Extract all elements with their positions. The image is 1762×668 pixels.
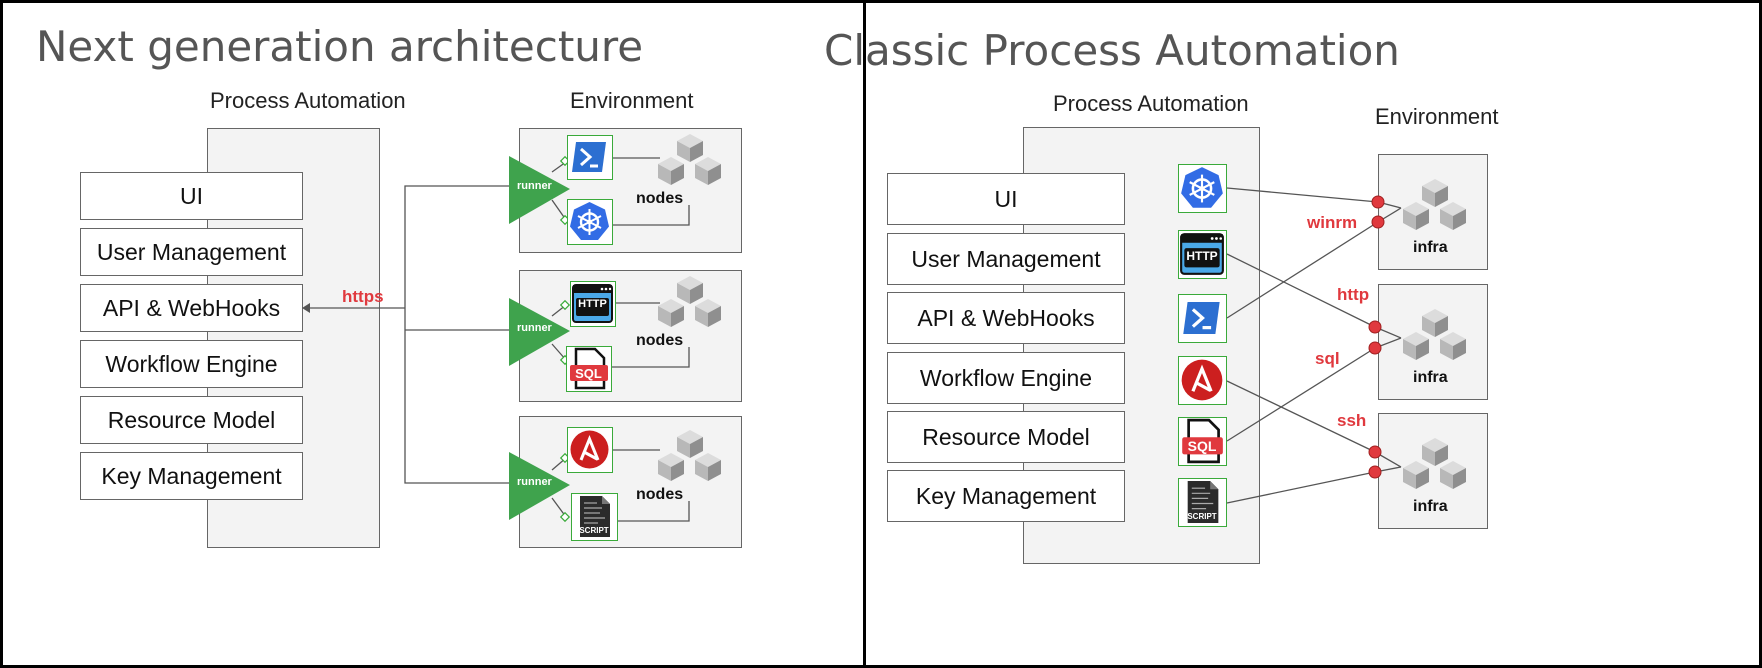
nodes-label-3: nodes — [636, 486, 684, 503]
https-link-label: https — [342, 287, 384, 306]
infra-cube-icon-3 — [1403, 438, 1466, 489]
http-icon-text: HTTP — [578, 298, 607, 310]
infra-label-2: infra — [1413, 369, 1448, 386]
nodes-cube-icon-1 — [658, 134, 721, 185]
right-component-key-management: Key Management — [887, 470, 1125, 522]
nodes-label-2: nodes — [636, 332, 684, 349]
script-icon: SCRIPT — [1178, 478, 1227, 527]
sql-icon-text: SQL — [575, 366, 602, 381]
http-icon: HTTP — [1178, 230, 1227, 279]
runner-2 — [509, 298, 570, 366]
right-component-api-webhooks: API & WebHooks — [887, 292, 1125, 344]
protocol-winrm: winrm — [1307, 213, 1358, 232]
right-component-ui: UI — [887, 173, 1125, 225]
sql-icon-text: SQL — [1187, 438, 1217, 454]
infra-label-3: infra — [1413, 498, 1448, 515]
powershell-icon — [1178, 294, 1227, 343]
right-environment-label: Environment — [1375, 104, 1499, 129]
sql-icon: SQL — [1178, 417, 1227, 466]
powershell-icon — [567, 135, 613, 180]
infra-box-2 — [1378, 284, 1488, 400]
runner-3-label: runner — [517, 476, 552, 488]
left-component-ui: UI — [80, 172, 303, 220]
http-icon: HTTP — [570, 281, 616, 327]
left-process-automation-label: Process Automation — [210, 88, 406, 113]
nodes-label-1: nodes — [636, 190, 684, 207]
runner-1 — [509, 156, 570, 224]
protocol-http: http — [1337, 285, 1370, 304]
ansible-icon — [567, 427, 613, 473]
kubernetes-icon — [1178, 164, 1227, 213]
protocol-sql: sql — [1315, 349, 1340, 368]
left-component-workflow-engine: Workflow Engine — [80, 340, 303, 388]
left-title: Next generation architecture — [36, 22, 644, 71]
runner-3 — [509, 452, 570, 520]
right-component-workflow-engine: Workflow Engine — [887, 352, 1125, 404]
script-icon-text: SCRIPT — [1187, 512, 1217, 521]
ansible-icon — [1178, 356, 1227, 405]
sql-icon: SQL — [566, 346, 612, 392]
left-environment-label: Environment — [570, 88, 694, 113]
left-component-resource-model: Resource Model — [80, 396, 303, 444]
infra-label-1: infra — [1413, 239, 1448, 256]
http-icon-text: HTTP — [1186, 249, 1218, 263]
left-component-api-webhooks: API & WebHooks — [80, 284, 303, 332]
kubernetes-icon — [567, 199, 613, 245]
infra-box-1 — [1378, 154, 1488, 270]
script-icon: SCRIPT — [571, 493, 618, 541]
right-component-user-management: User Management — [887, 233, 1125, 285]
right-title: Classic Process Automation — [824, 26, 1400, 75]
protocol-ssh: ssh — [1337, 411, 1367, 430]
right-process-automation-label: Process Automation — [1053, 91, 1249, 116]
left-component-user-management: User Management — [80, 228, 303, 276]
runner-2-label: runner — [517, 322, 552, 334]
infra-cube-icon-2 — [1403, 309, 1466, 360]
infra-box-3 — [1378, 413, 1488, 529]
right-component-resource-model: Resource Model — [887, 411, 1125, 463]
runner-1-label: runner — [517, 180, 552, 192]
script-icon-text: SCRIPT — [579, 526, 609, 535]
nodes-cube-icon-3 — [658, 430, 721, 481]
left-component-key-management: Key Management — [80, 452, 303, 500]
nodes-cube-icon-2 — [658, 276, 721, 327]
infra-cube-icon-1 — [1403, 179, 1466, 230]
